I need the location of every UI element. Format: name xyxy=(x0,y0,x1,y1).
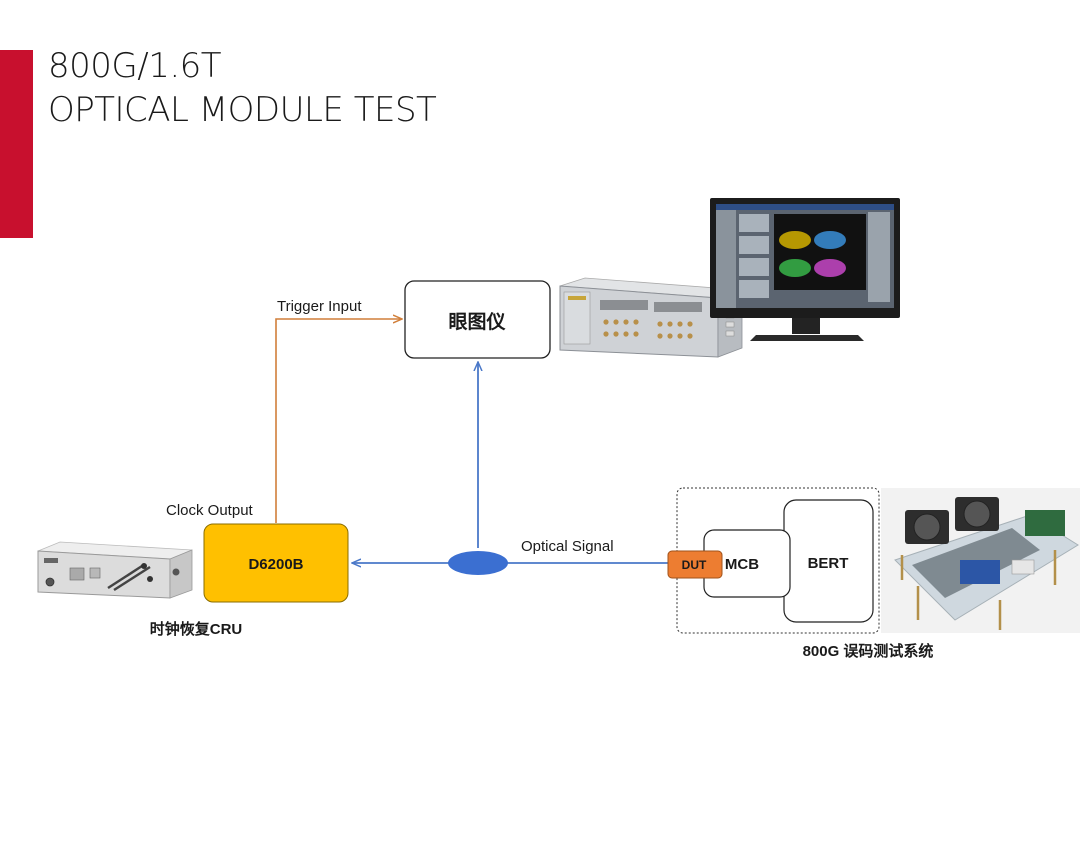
eye-scope-label: 眼图仪 xyxy=(448,311,506,333)
cru-box xyxy=(203,523,349,603)
accent-bar xyxy=(0,50,33,238)
monitor-photo xyxy=(710,198,900,341)
dut-box xyxy=(667,550,723,579)
optical-signal-label: Optical Signal xyxy=(521,538,614,555)
title-line-2: OPTICAL MODULE TEST xyxy=(48,90,437,130)
cru-label: D6200B xyxy=(248,556,303,573)
page-title: 800G/1.6T OPTICAL MODULE TEST xyxy=(48,44,437,132)
mcb-label: MCB xyxy=(725,556,759,573)
clock-output-label: Clock Output xyxy=(166,502,254,519)
system-caption: 800G 误码测试系统 xyxy=(803,642,934,660)
eye-scope-box xyxy=(404,280,551,359)
optical-splitter xyxy=(448,551,508,575)
trigger-input-label: Trigger Input xyxy=(277,298,362,315)
title-line-1: 800G/1.6T xyxy=(48,46,222,86)
dut-label: DUT xyxy=(682,558,707,572)
oscilloscope-photo xyxy=(559,277,743,358)
trigger-connection-line xyxy=(275,319,402,523)
bert-system-group xyxy=(676,487,880,634)
cru-caption: 时钟恢复CRU xyxy=(150,620,243,638)
bert-board-photo xyxy=(881,488,1080,633)
cru-instrument-photo xyxy=(37,541,193,599)
bert-label: BERT xyxy=(808,555,849,572)
